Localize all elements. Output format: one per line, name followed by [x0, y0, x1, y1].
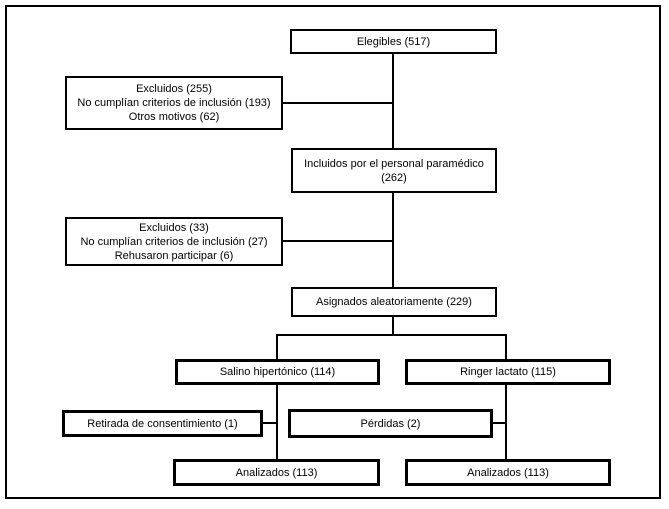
- box-elegibles: Elegibles (517): [290, 29, 497, 54]
- connector-ringer-analizados: [505, 385, 507, 459]
- box-excluidos-2-line-3: Rehusaron participar (6): [114, 249, 234, 262]
- box-analizados-ringer-label: Analizados (113): [467, 466, 549, 479]
- box-salino-label: Salino hipertónico (114): [219, 366, 336, 378]
- box-perdidas: Pérdidas (2): [288, 409, 493, 438]
- box-elegibles-label: Elegibles (517): [356, 35, 431, 48]
- box-excluidos-2: Excluidos (33) No cumplían criterios de …: [65, 217, 283, 266]
- connector-asignados-branch: [392, 317, 394, 336]
- box-retirada-consentimiento: Retirada de consentimiento (1): [62, 410, 263, 437]
- connector-incluidos-asignados: [392, 193, 394, 287]
- box-incluidos: Incluidos por el personal paramédico (26…: [291, 148, 497, 193]
- box-analizados-salino-label: Analizados (113): [235, 466, 318, 479]
- box-excluidos-1-line-2: No cumplían criterios de inclusión (193): [77, 97, 271, 109]
- box-retirada-label: Retirada de consentimiento (1): [87, 417, 238, 430]
- connector-retirada-arm: [263, 422, 276, 424]
- box-salino-hipertonico: Salino hipertónico (114): [175, 359, 380, 385]
- connector-perdidas-arm: [493, 422, 505, 424]
- connector-branch-salino: [276, 334, 278, 359]
- connector-salino-analizados: [276, 385, 278, 459]
- box-asignados-label: Asignados aleatoriamente (229): [316, 296, 472, 308]
- connector-excluidos2-spine: [283, 240, 392, 242]
- box-analizados-salino: Analizados (113): [173, 459, 380, 486]
- box-incluidos-line-1: Incluidos por el personal paramédico: [304, 157, 484, 170]
- connector-excluidos1-spine: [283, 102, 392, 104]
- box-analizados-ringer: Analizados (113): [405, 459, 611, 486]
- diagram-outer-frame: [5, 5, 661, 499]
- connector-branch-ringer: [505, 334, 507, 359]
- box-perdidas-label: Pérdidas (2): [360, 417, 421, 430]
- box-excluidos-1-line-1: Excluidos (255): [136, 83, 212, 95]
- connector-branch-horizontal: [276, 334, 507, 336]
- box-asignados: Asignados aleatoriamente (229): [291, 287, 497, 317]
- box-ringer-label: Ringer lactato (115): [460, 366, 556, 378]
- box-excluidos-1-line-3: Otros motivos (62): [128, 111, 220, 123]
- box-excluidos-2-line-1: Excluidos (33): [139, 221, 209, 234]
- box-ringer-lactato: Ringer lactato (115): [405, 359, 611, 385]
- box-excluidos-2-line-2: No cumplían criterios de inclusión (27): [80, 235, 268, 248]
- box-incluidos-line-2: (262): [381, 171, 407, 184]
- box-excluidos-1: Excluidos (255) No cumplían criterios de…: [65, 76, 283, 130]
- connector-elegibles-incluidos: [392, 54, 394, 148]
